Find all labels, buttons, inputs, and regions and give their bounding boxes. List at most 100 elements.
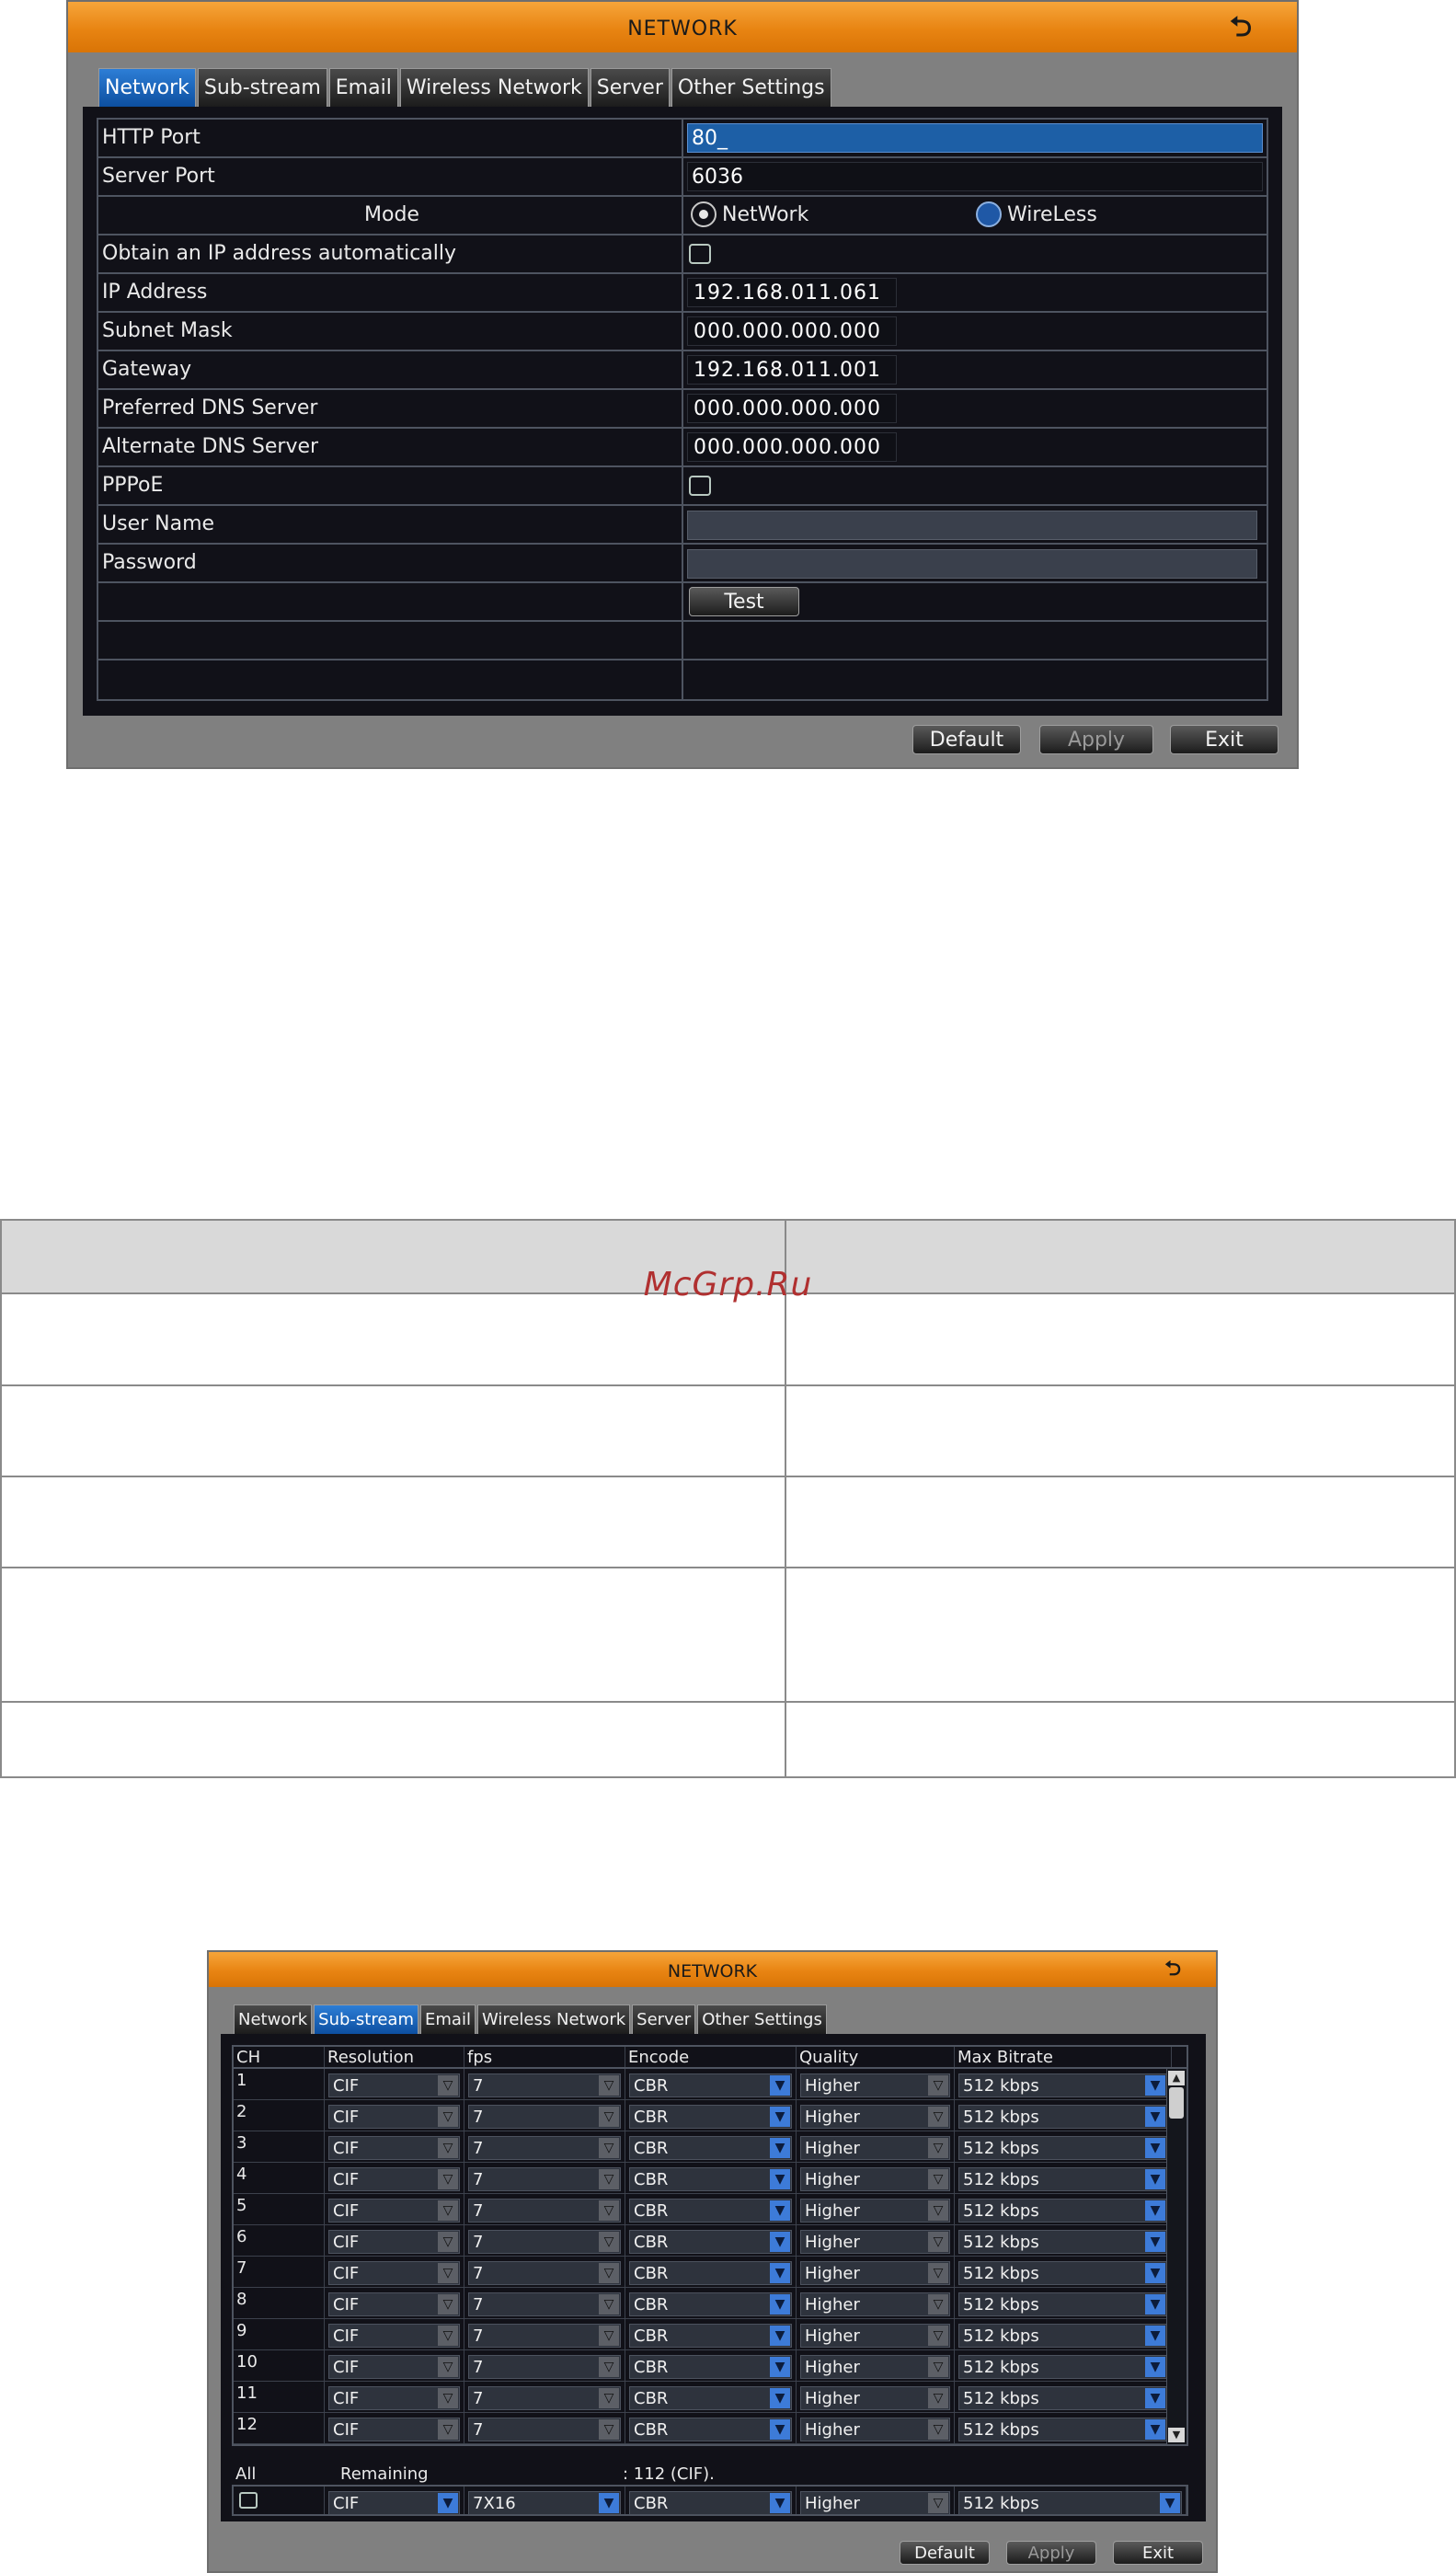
quality-select[interactable]: Higher▽ <box>800 2199 950 2223</box>
fps-select[interactable]: 7▽ <box>468 2418 621 2441</box>
fps-select[interactable]: 7▽ <box>468 2386 621 2410</box>
fps-select[interactable]: 7▽ <box>468 2261 621 2285</box>
resolution-select[interactable]: CIF▽ <box>328 2167 460 2191</box>
subnet-mask-input[interactable]: 000.000.000.000 <box>687 316 897 346</box>
encode-select[interactable]: CBR▼ <box>629 2292 792 2316</box>
resolution-select[interactable]: CIF▽ <box>328 2324 460 2348</box>
quality-select[interactable]: Higher▽ <box>800 2073 950 2097</box>
quality-select[interactable]: Higher▽ <box>800 2292 950 2316</box>
tab-sub-stream[interactable]: Sub-stream <box>314 2004 418 2034</box>
encode-select[interactable]: CBR▼ <box>629 2386 792 2410</box>
username-input[interactable] <box>687 511 1257 540</box>
all-resolution-select[interactable]: CIF▼ <box>328 2491 460 2515</box>
resolution-select[interactable]: CIF▽ <box>328 2230 460 2254</box>
alternate-dns-input[interactable]: 000.000.000.000 <box>687 432 897 462</box>
fps-select[interactable]: 7▽ <box>468 2199 621 2223</box>
all-max-bitrate-select[interactable]: 512 kbps▼ <box>958 2491 1182 2515</box>
tab-network[interactable]: Network <box>234 2004 313 2034</box>
tab-wireless-network[interactable]: Wireless Network <box>399 68 589 107</box>
pppoe-checkbox[interactable] <box>689 476 711 496</box>
quality-select[interactable]: Higher▽ <box>800 2167 950 2191</box>
quality-select[interactable]: Higher▽ <box>800 2105 950 2129</box>
quality-select[interactable]: Higher▽ <box>800 2136 950 2160</box>
encode-select[interactable]: CBR▼ <box>629 2355 792 2379</box>
apply-button[interactable]: Apply <box>1039 725 1153 754</box>
resolution-select[interactable]: CIF▽ <box>328 2105 460 2129</box>
fps-select[interactable]: 7▽ <box>468 2073 621 2097</box>
tab-sub-stream[interactable]: Sub-stream <box>197 68 327 107</box>
apply-button[interactable]: Apply <box>1006 2541 1096 2565</box>
fps-select[interactable]: 7▽ <box>468 2167 621 2191</box>
max-bitrate-select[interactable]: 512 kbps▼ <box>958 2073 1167 2097</box>
encode-select[interactable]: CBR▼ <box>629 2136 792 2160</box>
table-scrollbar[interactable]: ▲ ▼ <box>1166 2069 1187 2444</box>
tab-other-settings[interactable]: Other Settings <box>671 68 831 107</box>
resolution-select[interactable]: CIF▽ <box>328 2261 460 2285</box>
test-button[interactable]: Test <box>689 587 799 616</box>
back-arrow-icon[interactable]: ⮌ <box>1229 10 1253 43</box>
resolution-select[interactable]: CIF▽ <box>328 2355 460 2379</box>
quality-select[interactable]: Higher▽ <box>800 2261 950 2285</box>
resolution-select[interactable]: CIF▽ <box>328 2199 460 2223</box>
password-input[interactable] <box>687 549 1257 579</box>
mode-network-radio[interactable]: NetWork <box>691 201 808 227</box>
http-port-input[interactable]: 80_ <box>687 123 1263 153</box>
tab-email[interactable]: Email <box>420 2004 476 2034</box>
all-quality-select[interactable]: Higher▽ <box>800 2491 950 2515</box>
resolution-select[interactable]: CIF▽ <box>328 2136 460 2160</box>
quality-select[interactable]: Higher▽ <box>800 2386 950 2410</box>
max-bitrate-select[interactable]: 512 kbps▼ <box>958 2199 1167 2223</box>
encode-select[interactable]: CBR▼ <box>629 2105 792 2129</box>
encode-select[interactable]: CBR▼ <box>629 2199 792 2223</box>
scroll-up-icon[interactable]: ▲ <box>1168 2071 1185 2085</box>
default-button[interactable]: Default <box>912 725 1021 754</box>
scroll-thumb[interactable] <box>1169 2087 1184 2119</box>
quality-select[interactable]: Higher▽ <box>800 2324 950 2348</box>
ip-address-input[interactable]: 192.168.011.061 <box>687 278 897 307</box>
max-bitrate-select[interactable]: 512 kbps▼ <box>958 2261 1167 2285</box>
server-port-input[interactable]: 6036 <box>687 162 1263 191</box>
back-arrow-icon[interactable]: ⮌ <box>1164 1958 1181 1981</box>
encode-select[interactable]: CBR▼ <box>629 2418 792 2441</box>
max-bitrate-select[interactable]: 512 kbps▼ <box>958 2418 1167 2441</box>
gateway-input[interactable]: 192.168.011.001 <box>687 355 897 385</box>
exit-button[interactable]: Exit <box>1170 725 1278 754</box>
fps-select[interactable]: 7▽ <box>468 2105 621 2129</box>
all-encode-select[interactable]: CBR▼ <box>629 2491 792 2515</box>
tab-other-settings[interactable]: Other Settings <box>697 2004 827 2034</box>
preferred-dns-input[interactable]: 000.000.000.000 <box>687 394 897 423</box>
quality-select[interactable]: Higher▽ <box>800 2355 950 2379</box>
encode-select[interactable]: CBR▼ <box>629 2167 792 2191</box>
resolution-select[interactable]: CIF▽ <box>328 2386 460 2410</box>
obtain-ip-checkbox[interactable] <box>689 244 711 264</box>
resolution-select[interactable]: CIF▽ <box>328 2418 460 2441</box>
max-bitrate-select[interactable]: 512 kbps▼ <box>958 2136 1167 2160</box>
max-bitrate-select[interactable]: 512 kbps▼ <box>958 2292 1167 2316</box>
fps-select[interactable]: 7▽ <box>468 2230 621 2254</box>
encode-select[interactable]: CBR▼ <box>629 2230 792 2254</box>
exit-button[interactable]: Exit <box>1113 2541 1203 2565</box>
max-bitrate-select[interactable]: 512 kbps▼ <box>958 2167 1167 2191</box>
tab-server[interactable]: Server <box>590 68 670 107</box>
fps-select[interactable]: 7▽ <box>468 2324 621 2348</box>
tab-wireless-network[interactable]: Wireless Network <box>476 2004 631 2034</box>
default-button[interactable]: Default <box>900 2541 990 2565</box>
max-bitrate-select[interactable]: 512 kbps▼ <box>958 2324 1167 2348</box>
max-bitrate-select[interactable]: 512 kbps▼ <box>958 2355 1167 2379</box>
fps-select[interactable]: 7▽ <box>468 2136 621 2160</box>
resolution-select[interactable]: CIF▽ <box>328 2073 460 2097</box>
max-bitrate-select[interactable]: 512 kbps▼ <box>958 2105 1167 2129</box>
scroll-down-icon[interactable]: ▼ <box>1168 2428 1185 2442</box>
mode-wireless-radio[interactable]: WireLess <box>976 201 1097 227</box>
fps-select[interactable]: 7▽ <box>468 2355 621 2379</box>
quality-select[interactable]: Higher▽ <box>800 2418 950 2441</box>
tab-email[interactable]: Email <box>328 68 398 107</box>
encode-select[interactable]: CBR▼ <box>629 2073 792 2097</box>
max-bitrate-select[interactable]: 512 kbps▼ <box>958 2230 1167 2254</box>
all-checkbox[interactable] <box>239 2492 258 2509</box>
all-fps-select[interactable]: 7X16▼ <box>468 2491 621 2515</box>
tab-network[interactable]: Network <box>98 68 196 107</box>
resolution-select[interactable]: CIF▽ <box>328 2292 460 2316</box>
encode-select[interactable]: CBR▼ <box>629 2261 792 2285</box>
quality-select[interactable]: Higher▽ <box>800 2230 950 2254</box>
